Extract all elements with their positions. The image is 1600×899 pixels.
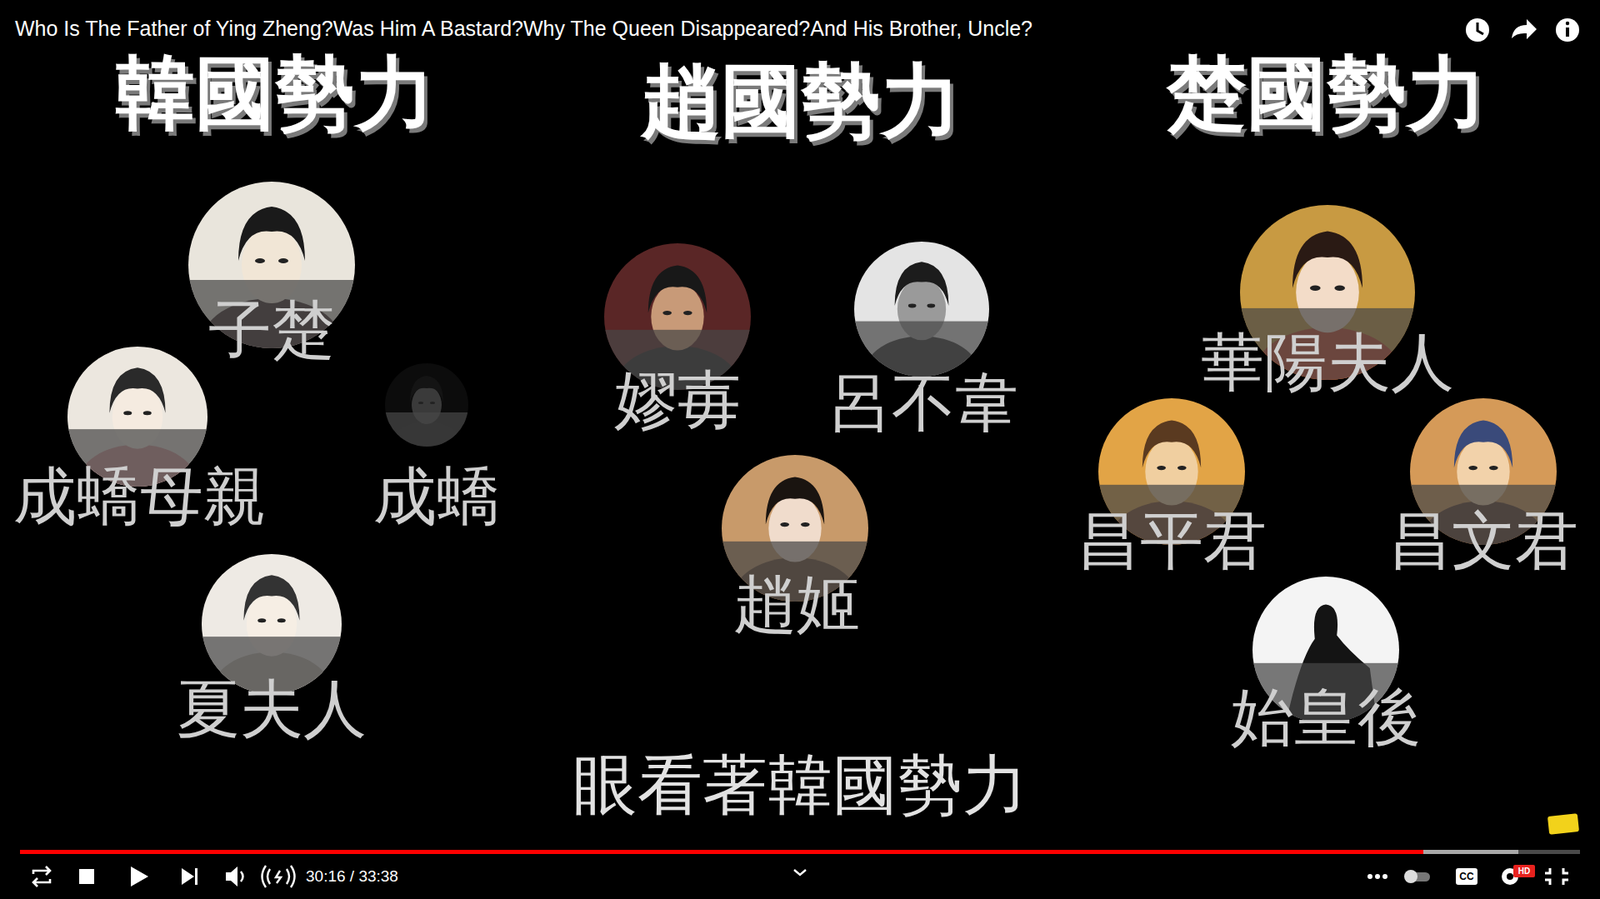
eye [1310, 285, 1321, 291]
person-name: 趙姬 [733, 567, 860, 640]
portrait-node: 成蟜母親 [13, 346, 267, 534]
volume-icon [225, 866, 244, 887]
info-icon [1555, 18, 1580, 42]
portrait-node: 成蟜 [373, 363, 500, 534]
repeat-icon [33, 866, 50, 887]
portrait-node: 嫪毐 [604, 243, 751, 437]
portrait-art [385, 363, 469, 447]
person-name: 夏夫人 [176, 672, 367, 745]
settings-icon [1501, 865, 1535, 885]
person-name: 昌文君 [1388, 504, 1579, 577]
person-name: 始皇後 [1230, 680, 1421, 754]
exit-fullscreen-icon [1545, 868, 1569, 885]
eye [255, 258, 265, 264]
subtitle: 眼看著韓國勢力 [572, 748, 1028, 824]
portrait-node: 昌文君 [1388, 398, 1579, 578]
eye [683, 310, 693, 315]
hair [765, 476, 825, 525]
clock-icon [1465, 18, 1490, 42]
eye [123, 410, 132, 415]
faction-heading: 韓國勢力 [115, 50, 435, 139]
eye [780, 522, 790, 527]
portrait-node: 子楚 [188, 181, 355, 367]
portrait-circle [385, 363, 469, 447]
person-name: 成蟜 [373, 460, 500, 533]
hair [109, 367, 165, 414]
person-name: 昌平君 [1076, 504, 1267, 577]
portrait-node: 趙姬 [721, 455, 869, 641]
person-name: 嫪毐 [614, 363, 741, 436]
portrait-circle [854, 241, 990, 377]
eye [430, 401, 435, 405]
cc-icon-frame [1455, 868, 1478, 885]
eye [1156, 465, 1166, 470]
autoplay-toggle [1404, 870, 1430, 884]
eye [418, 401, 424, 405]
eye [1334, 285, 1345, 291]
share-icon [1511, 19, 1537, 40]
hair [243, 575, 300, 621]
hair [1142, 420, 1201, 468]
hair [1292, 231, 1363, 289]
hair [238, 206, 305, 261]
portrait-art [854, 241, 990, 377]
hair [410, 375, 444, 404]
eye [1177, 465, 1187, 470]
eye [1468, 465, 1478, 470]
eye [143, 410, 152, 415]
stop-icon [79, 869, 95, 885]
eye [278, 258, 289, 264]
time-display: 30:16 / 33:38 [305, 867, 399, 886]
person-name: 成蟜母親 [13, 460, 267, 533]
faction-heading: 楚國勢力 [1166, 50, 1487, 139]
portrait-node: 夏夫人 [176, 554, 367, 746]
eye [800, 522, 810, 527]
portrait-art [188, 181, 355, 349]
hd-badge: HD [1518, 866, 1530, 876]
eye [926, 304, 935, 309]
faction-heading: 趙國勢力 [640, 57, 961, 146]
progress-played [20, 850, 1424, 855]
more-icon [1367, 874, 1388, 880]
play-icon [130, 866, 149, 887]
person-name: 華陽夫人 [1200, 325, 1455, 399]
next-icon [181, 868, 198, 885]
portrait-node: 始皇後 [1230, 576, 1421, 755]
portrait-node: 呂不韋 [828, 241, 1019, 440]
eye [662, 310, 672, 315]
chevron-icon [794, 870, 806, 875]
person-name: 呂不韋 [828, 366, 1019, 440]
eye [1489, 465, 1499, 470]
eye [257, 618, 266, 623]
broadcast-icon [262, 865, 295, 888]
portrait-node: 昌平君 [1076, 398, 1267, 578]
hair [1454, 420, 1513, 468]
progress-buffer [1423, 850, 1519, 855]
progress-track [20, 850, 1580, 855]
hair [895, 261, 950, 306]
hair [648, 265, 707, 313]
eye [908, 304, 917, 309]
eye [277, 618, 286, 623]
person-name: 子楚 [208, 293, 335, 366]
portrait-node: 華陽夫人 [1200, 205, 1455, 400]
cc-icon-text: CC [1459, 870, 1474, 883]
video-title: Who Is The Father of Ying Zheng?Was Him … [15, 16, 1033, 41]
name-band [385, 412, 469, 447]
channel-logo [1547, 813, 1580, 835]
